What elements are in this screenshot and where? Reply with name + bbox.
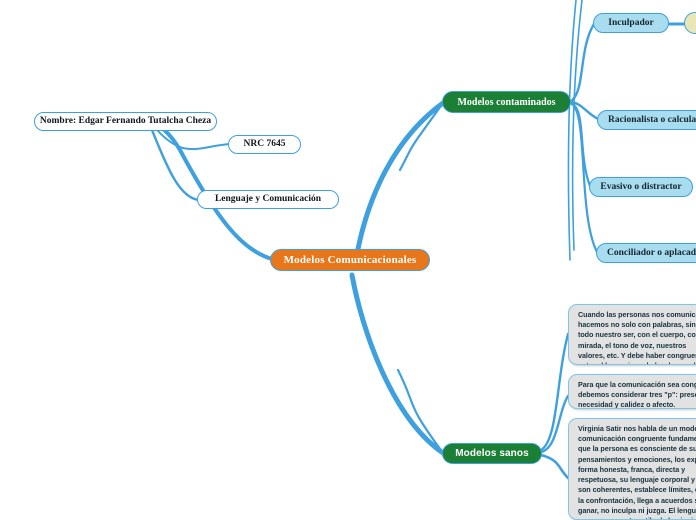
node-nombre[interactable]: Nombre: Edgar Fernando Tutalcha Cheza <box>34 112 217 131</box>
note-tres-p[interactable]: Para que la comunicación sea congruente … <box>568 374 696 409</box>
note-virginia-satir[interactable]: Virginia Satir nos habla de un modelo de… <box>568 418 696 520</box>
edge-contaminados-inculpador <box>568 22 596 104</box>
edge-sanos-note3 <box>539 453 570 480</box>
node-conciliador[interactable]: Conciliador o aplacador <box>596 243 696 263</box>
node-modelos-contaminados[interactable]: Modelos contaminados <box>442 91 571 113</box>
edge-nombre-nrc <box>157 130 231 151</box>
root-node[interactable]: Modelos Comunicacionales <box>270 249 430 271</box>
node-yellow-clipped[interactable] <box>684 12 696 34</box>
edge-contaminados-racionalista <box>568 100 600 121</box>
node-modelos-sanos-label: Modelos sanos <box>455 448 529 459</box>
edge-sanos-note2 <box>539 394 570 454</box>
edge-contaminados-evasivo <box>570 102 592 188</box>
node-lenguaje-label: Lenguaje y Comunicación <box>214 194 322 205</box>
node-modelos-contaminados-label: Modelos contaminados <box>457 96 556 108</box>
edge-root-sanos <box>349 272 446 456</box>
node-nrc-label: NRC 7645 <box>243 139 286 150</box>
node-inculpador[interactable]: Inculpador <box>593 13 669 33</box>
node-modelos-sanos[interactable]: Modelos sanos <box>442 443 542 464</box>
edge-root-contaminados <box>355 100 446 252</box>
note-comunicacion-integral[interactable]: Cuando las personas nos comunicamos lo h… <box>568 304 696 365</box>
node-inculpador-label: Inculpador <box>608 17 654 28</box>
node-nombre-label: Nombre: Edgar Fernando Tutalcha Cheza <box>39 116 212 127</box>
root-label: Modelos Comunicacionales <box>283 253 417 266</box>
node-lenguaje[interactable]: Lenguaje y Comunicación <box>197 190 339 209</box>
node-racionalista[interactable]: Racionalista o calculador <box>597 110 696 130</box>
edge-nombre-lenguaje <box>150 128 201 202</box>
node-racionalista-label: Racionalista o calculador <box>608 114 696 125</box>
edge-sanos-note1 <box>539 332 570 452</box>
node-evasivo-label: Evasivo o distractor <box>600 181 682 192</box>
node-evasivo[interactable]: Evasivo o distractor <box>589 177 693 197</box>
node-nrc[interactable]: NRC 7645 <box>228 135 301 154</box>
node-conciliador-label: Conciliador o aplacador <box>607 247 696 258</box>
